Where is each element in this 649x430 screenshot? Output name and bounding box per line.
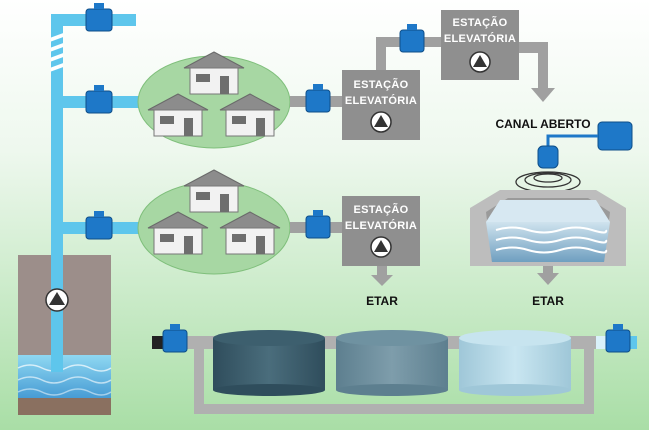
house-icon	[219, 93, 281, 137]
svg-text:ELEVATÓRIA: ELEVATÓRIA	[444, 32, 516, 45]
house-icon	[219, 211, 281, 255]
sensor-icon	[515, 121, 633, 193]
houses	[147, 51, 281, 255]
svg-text:ESTAÇÃO: ESTAÇÃO	[353, 78, 408, 91]
valve-icon	[162, 324, 188, 353]
pumping-station-1: ESTAÇÃO ELEVATÓRIA	[342, 70, 420, 140]
tank-icon	[336, 330, 448, 396]
svg-text:ESTAÇÃO: ESTAÇÃO	[452, 16, 507, 29]
valve-icon	[605, 324, 631, 353]
valve-icon	[85, 85, 113, 114]
svg-text:ESTAÇÃO: ESTAÇÃO	[353, 203, 408, 216]
open-canal-basin	[470, 190, 626, 266]
tank-icon	[459, 330, 571, 396]
well-pump-icon	[45, 288, 69, 312]
house-icon	[183, 51, 245, 95]
etar-right-label: ETAR	[532, 294, 564, 308]
canal-label: CANAL ABERTO	[495, 117, 590, 131]
well	[17, 255, 112, 415]
house-icon	[147, 211, 209, 255]
house-icon	[147, 93, 209, 137]
pumping-station-3: ESTAÇÃO ELEVATÓRIA	[342, 196, 420, 266]
valve-icon	[305, 84, 331, 113]
valve-icon	[399, 24, 425, 53]
valve-icon	[305, 210, 331, 239]
tank-icon	[213, 330, 325, 396]
house-icon	[183, 169, 245, 213]
svg-text:ELEVATÓRIA: ELEVATÓRIA	[345, 219, 417, 232]
pumping-station-2: ESTAÇÃO ELEVATÓRIA	[441, 10, 519, 80]
etar-left-label: ETAR	[366, 294, 398, 308]
valve-icon	[85, 3, 113, 32]
treatment-tanks	[152, 330, 637, 414]
valve-icon	[85, 211, 113, 240]
svg-text:ELEVATÓRIA: ELEVATÓRIA	[345, 94, 417, 107]
